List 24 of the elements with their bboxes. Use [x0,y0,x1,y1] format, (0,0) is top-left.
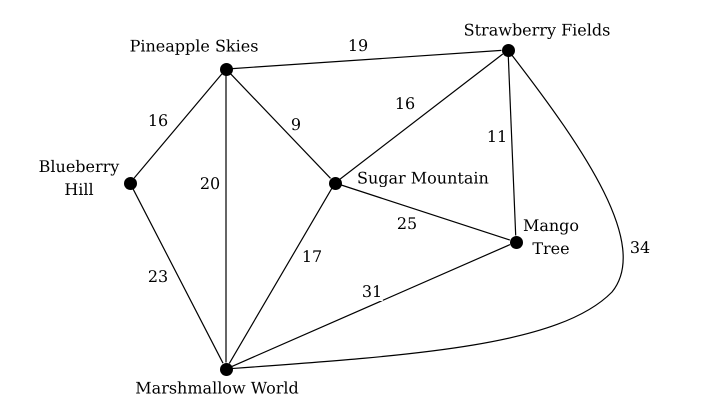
edge-weight: 31 [360,283,384,301]
vertex-label: Mango Tree [522,215,580,260]
vertex-dot [124,176,136,190]
edge-line [132,188,224,364]
vertex-dot [510,236,522,248]
edge-line [232,244,510,367]
edge-line [228,188,332,364]
vertex-dot [502,44,514,56]
edge-line [230,73,331,179]
edge-line [134,74,222,178]
edge-line [340,54,504,180]
edge-line [232,50,502,70]
vertex-label: Pineapple Skies [130,36,258,58]
edge-line [341,184,510,241]
vertex-label: Sugar Mountain [357,168,489,190]
vertex-label: Marshmallow World [135,378,299,400]
edge-line [225,76,227,362]
vertex-label: Blueberry Hill [38,156,120,201]
edge-line [232,54,624,370]
vertex-label: Strawberry Fields [464,20,610,42]
vertex-dot [220,362,232,376]
vertex-dot [328,176,342,190]
vertex-dot [220,62,232,76]
edge-line [508,56,516,236]
